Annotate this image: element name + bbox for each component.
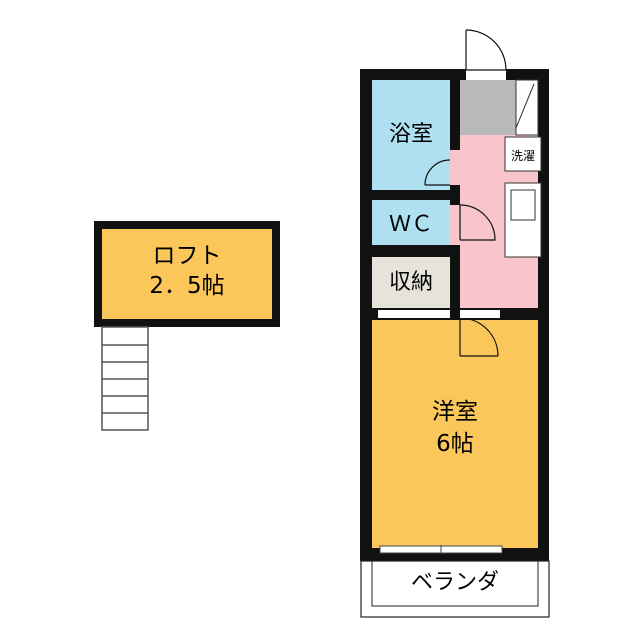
bathroom-label: 浴室 <box>389 122 433 147</box>
entrance-floor <box>460 80 516 135</box>
wc-floor <box>372 200 450 245</box>
shoe-cabinet <box>515 79 539 136</box>
western-room-label: 洋室 <box>432 399 478 425</box>
bathroom-floor <box>372 80 450 190</box>
loft-area: ロフト 2．5帖 <box>94 221 280 327</box>
balcony: ベランダ <box>360 560 550 618</box>
western-room-floor <box>372 320 538 548</box>
loft-ladder <box>101 326 149 431</box>
balcony-label: ベランダ <box>411 570 499 595</box>
entrance-door <box>465 29 507 80</box>
loft-floor <box>102 229 272 319</box>
storage-label: 収納 <box>389 270 433 295</box>
loft-label: ロフト <box>153 243 222 269</box>
wc-label: ＷＣ <box>389 212 433 237</box>
main-unit: 洗濯 浴室 ＷＣ 収納 洋室 6帖 <box>360 69 549 561</box>
washer-space <box>504 136 542 172</box>
western-room-size-label: 6帖 <box>436 431 474 457</box>
storage-floor <box>372 257 450 308</box>
sink <box>510 189 536 221</box>
washer-label: 洗濯 <box>511 149 535 163</box>
loft-size-label: 2．5帖 <box>149 273 224 299</box>
